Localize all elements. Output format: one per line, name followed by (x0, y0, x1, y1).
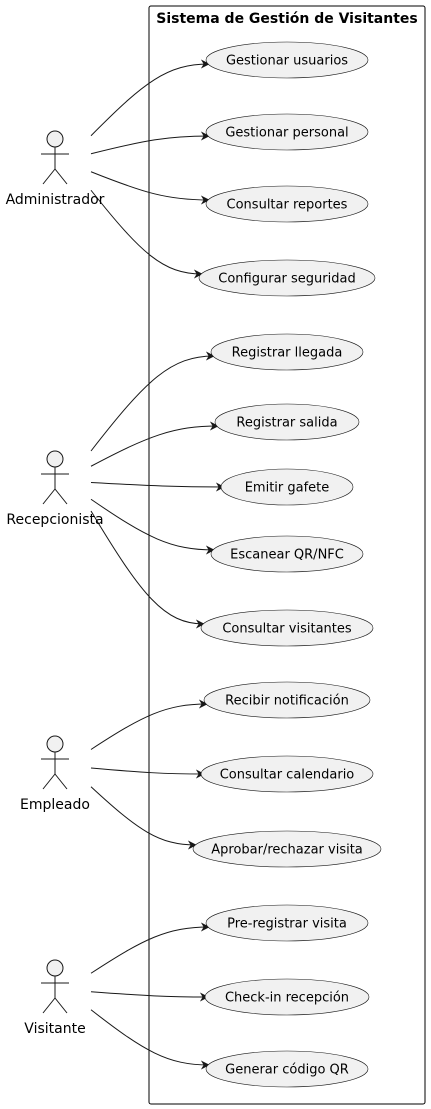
association-admin-uc3 (90, 171, 210, 205)
use-case-label: Escanear QR/NFC (230, 548, 344, 563)
use-case-label: Consultar calendario (220, 768, 355, 783)
actor-admin: Administrador (6, 130, 105, 208)
use-case-label: Pre-registrar visita (227, 917, 347, 932)
use-case-label: Registrar llegada (232, 346, 343, 361)
use-case-label: Gestionar usuarios (226, 54, 348, 69)
use-case-uc2: Gestionar personal (205, 113, 369, 151)
actor-label: Empleado (20, 797, 90, 813)
use-case-uc5: Registrar llegada (210, 333, 364, 371)
use-case-uc6: Registrar salida (214, 403, 360, 441)
use-case-uc14: Check-in recepción (204, 978, 370, 1016)
system-boundary (148, 5, 426, 1105)
use-case-label: Check-in recepción (225, 991, 349, 1006)
use-case-uc11: Consultar calendario (200, 755, 374, 793)
use-case-label: Consultar visitantes (222, 622, 352, 637)
actor-head (46, 735, 64, 753)
use-case-uc1: Gestionar usuarios (205, 41, 369, 79)
actor-label: Administrador (6, 192, 105, 208)
use-case-uc9: Consultar visitantes (200, 609, 374, 647)
use-case-ellipse (220, 468, 354, 506)
association-recep-uc7 (90, 482, 225, 492)
use-case-ellipse (192, 830, 382, 868)
actor-left-leg (42, 168, 56, 185)
association-recep-uc6 (90, 421, 219, 467)
use-case-ellipse (205, 1050, 369, 1088)
use-case-label: Emitir gafete (245, 481, 330, 496)
use-case-ellipse (200, 755, 374, 793)
use-case-ellipse (210, 535, 364, 573)
use-case-label: Aprobar/rechazar visita (211, 843, 363, 858)
association-emp-uc10 (90, 699, 208, 750)
association-vis-uc13 (90, 922, 210, 974)
actor-vis: Visitante (24, 959, 86, 1037)
association-emp-uc12 (90, 786, 197, 850)
actor-right-leg (54, 488, 68, 505)
actor-head (46, 130, 64, 148)
use-case-uc4: Configurar seguridad (198, 259, 376, 297)
actor-label: Visitante (24, 1021, 85, 1037)
use-case-label: Configurar seguridad (218, 272, 355, 287)
actor-left-leg (42, 488, 56, 505)
use-case-label: Recibir notificación (225, 694, 349, 709)
use-case-ellipse (205, 904, 369, 942)
use-case-ellipse (214, 403, 360, 441)
use-case-ellipse (205, 113, 369, 151)
use-case-ellipse (198, 259, 376, 297)
use-case-ellipse (210, 333, 364, 371)
use-case-ellipse (200, 609, 374, 647)
use-case-uc13: Pre-registrar visita (205, 904, 369, 942)
actor-left-leg (42, 997, 56, 1014)
actor-recep: Recepcionista (6, 450, 104, 528)
system-title: Sistema de Gestión de Visitantes (156, 11, 418, 27)
actor-head (46, 959, 64, 977)
actor-emp: Empleado (20, 735, 90, 813)
association-emp-uc11 (90, 767, 205, 779)
actor-right-leg (54, 168, 68, 185)
use-case-label: Consultar reportes (227, 198, 348, 213)
association-recep-uc9 (90, 510, 205, 629)
actor-left-leg (42, 773, 56, 790)
use-case-ellipse (204, 978, 370, 1016)
use-case-ellipse (203, 681, 371, 719)
use-case-ellipse (205, 185, 369, 223)
actor-head (46, 450, 64, 468)
actor-right-leg (54, 997, 68, 1014)
association-vis-uc14 (90, 991, 209, 1002)
association-admin-uc2 (90, 131, 210, 155)
actor-right-leg (54, 773, 68, 790)
use-case-uc3: Consultar reportes (205, 185, 369, 223)
association-recep-uc5 (90, 351, 215, 452)
association-admin-uc1 (90, 59, 210, 137)
use-case-uc15: Generar código QR (205, 1050, 369, 1088)
use-case-label: Generar código QR (225, 1063, 349, 1078)
use-case-uc10: Recibir notificación (203, 681, 371, 719)
association-recep-uc8 (90, 498, 215, 555)
association-vis-uc15 (90, 1009, 210, 1070)
use-case-label: Gestionar personal (225, 126, 348, 141)
use-case-uc7: Emitir gafete (220, 468, 354, 506)
use-case-ellipse (205, 41, 369, 79)
use-case-uc8: Escanear QR/NFC (210, 535, 364, 573)
use-case-label: Registrar salida (236, 416, 337, 431)
actor-label: Recepcionista (6, 512, 103, 528)
use-case-uc12: Aprobar/rechazar visita (192, 830, 382, 868)
association-admin-uc4 (90, 189, 203, 279)
